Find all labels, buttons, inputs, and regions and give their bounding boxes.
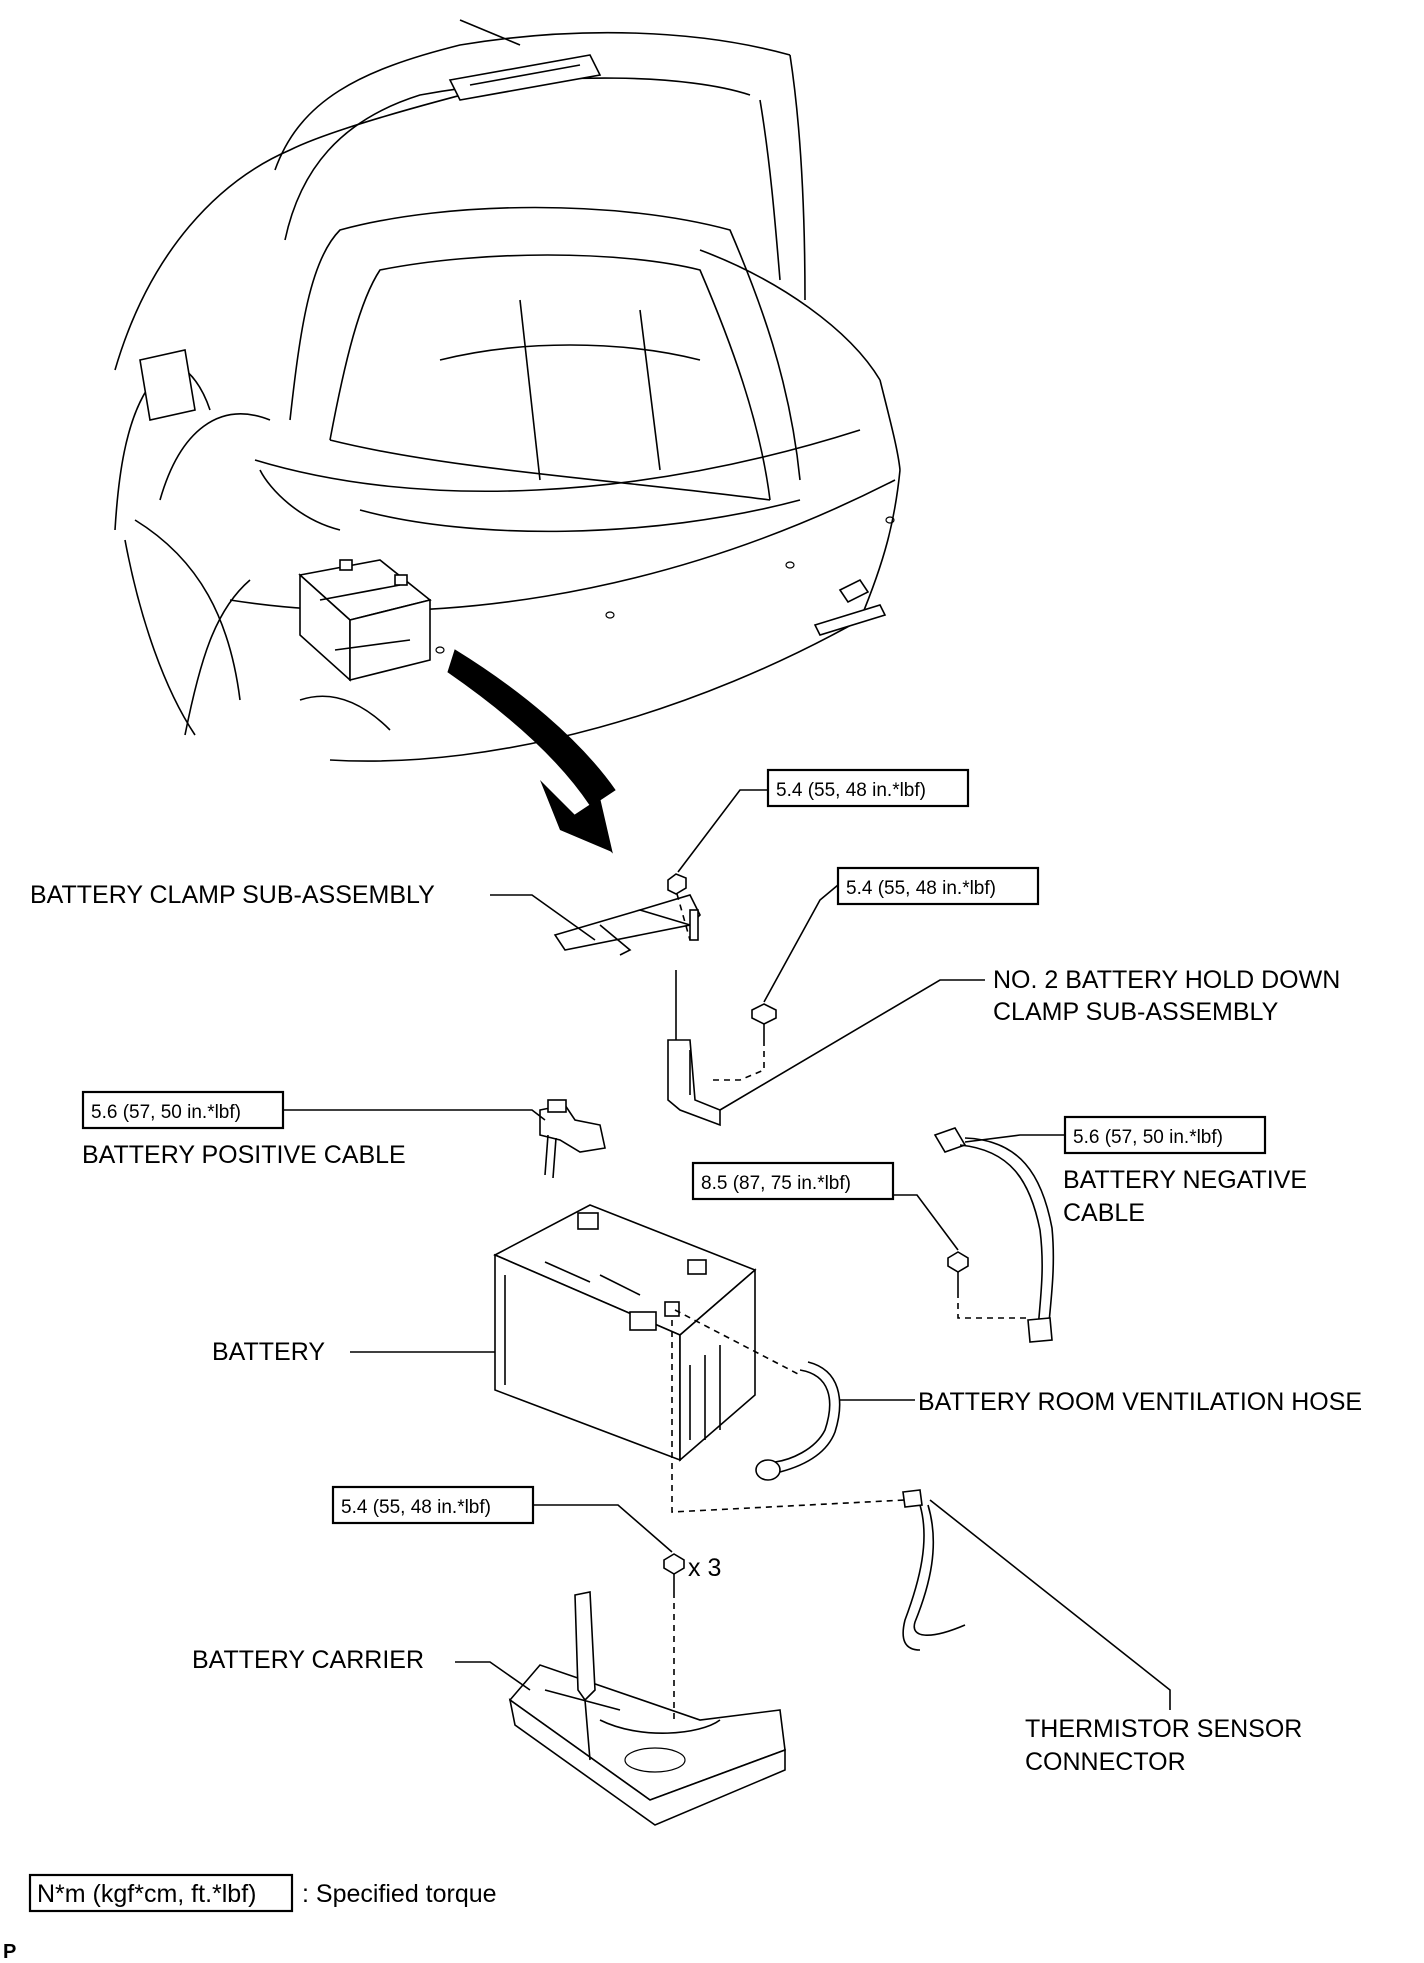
positive-cable-part: 5.6 (57, 50 in.*lbf) BATTERY POSITIVE CA…	[81, 1090, 606, 1179]
battery-clamp-part: BATTERY CLAMP SUB-ASSEMBLY	[30, 881, 701, 956]
torque-negative-cable-bolt: 8.5 (87, 75 in.*lbf)	[701, 1173, 851, 1194]
hold-down-label-1: NO. 2 BATTERY HOLD DOWN	[993, 966, 1340, 994]
thermistor-label-1: THERMISTOR SENSOR	[1025, 1715, 1302, 1743]
carrier-bolts: 5.4 (55, 48 in.*lbf) x 3	[331, 1485, 721, 1720]
bolt-quantity: x 3	[688, 1554, 721, 1582]
thermistor-connector-part: THERMISTOR SENSOR CONNECTOR	[671, 1320, 1302, 1776]
corner-mark: P	[3, 1941, 16, 1963]
torque-box-negative-cable-bolt	[691, 1161, 895, 1201]
torque-carrier-bolts: 5.4 (55, 48 in.*lbf)	[341, 1497, 491, 1518]
thermistor-label-2: CONNECTOR	[1025, 1748, 1186, 1776]
clamp-nut: 5.4 (55, 48 in.*lbf)	[667, 768, 970, 941]
carrier-label: BATTERY CARRIER	[192, 1646, 424, 1674]
car-rear-illustration	[114, 19, 901, 762]
torque-negative-cable: 5.6 (57, 50 in.*lbf)	[1073, 1127, 1223, 1148]
positive-cable-label: BATTERY POSITIVE CABLE	[82, 1141, 406, 1169]
torque-legend: N*m (kgf*cm, ft.*lbf) : Specified torque	[28, 1873, 497, 1913]
battery-part: BATTERY	[212, 1204, 757, 1462]
location-arrow-icon	[447, 649, 616, 854]
torque-hold-down-bolt: 5.4 (55, 48 in.*lbf)	[846, 878, 996, 899]
battery-label: BATTERY	[212, 1338, 325, 1366]
torque-clamp-nut: 5.4 (55, 48 in.*lbf)	[776, 780, 926, 801]
negative-cable-label-2: CABLE	[1063, 1199, 1145, 1227]
legend-box	[28, 1873, 294, 1913]
legend-unit: N*m (kgf*cm, ft.*lbf)	[37, 1880, 256, 1908]
hold-down-clamp-part: NO. 2 BATTERY HOLD DOWN CLAMP SUB-ASSEMB…	[667, 966, 1340, 1127]
battery-carrier-part: BATTERY CARRIER	[192, 1591, 786, 1826]
torque-box-hold-down-bolt	[836, 866, 1040, 906]
hold-down-bolt: 5.4 (55, 48 in.*lbf)	[710, 866, 1040, 1081]
torque-box-clamp-nut	[766, 768, 970, 808]
torque-box-positive-cable	[81, 1090, 285, 1130]
torque-box-negative-cable	[1063, 1115, 1267, 1155]
legend-meaning: : Specified torque	[302, 1880, 497, 1908]
vent-hose-label: BATTERY ROOM VENTILATION HOSE	[918, 1388, 1362, 1416]
hold-down-label-2: CLAMP SUB-ASSEMBLY	[993, 998, 1279, 1026]
negative-cable-bolt: 8.5 (87, 75 in.*lbf)	[691, 1161, 1028, 1319]
torque-box-carrier-bolts	[331, 1485, 535, 1525]
ventilation-hose-part: BATTERY ROOM VENTILATION HOSE	[674, 1309, 1362, 1481]
torque-positive-cable: 5.6 (57, 50 in.*lbf)	[91, 1102, 241, 1123]
negative-cable-part: 5.6 (57, 50 in.*lbf) BATTERY NEGATIVE CA…	[933, 1115, 1307, 1343]
clamp-label: BATTERY CLAMP SUB-ASSEMBLY	[30, 881, 435, 909]
negative-cable-label-1: BATTERY NEGATIVE	[1063, 1166, 1307, 1194]
battery-location-icon	[298, 559, 432, 682]
